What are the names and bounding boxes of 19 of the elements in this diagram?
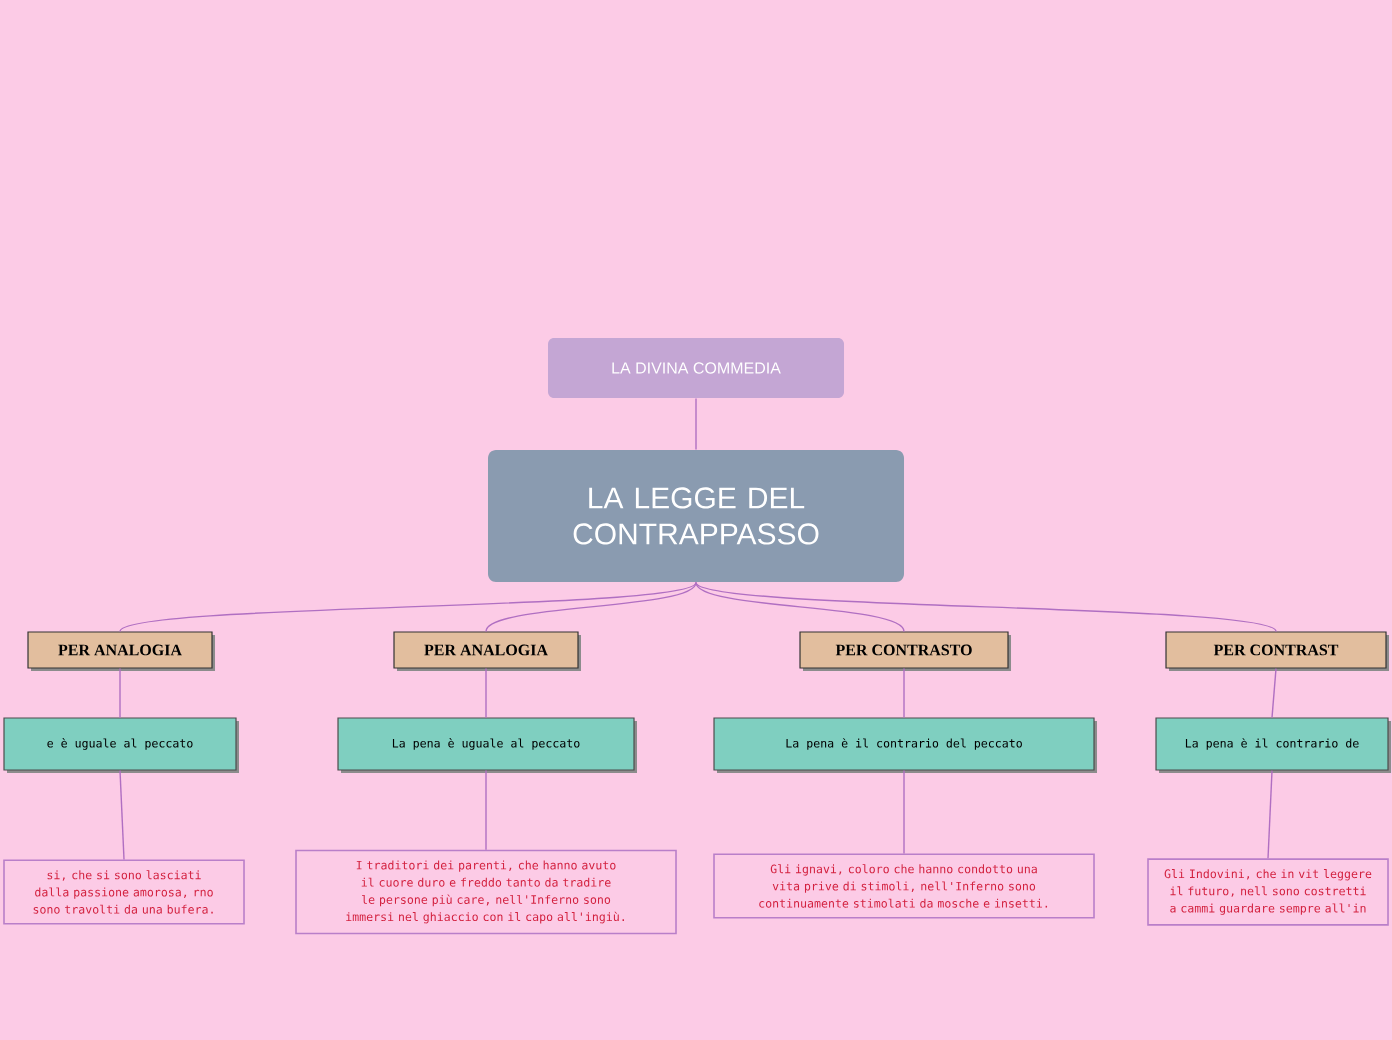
category-box: PER CONTRAST bbox=[1165, 631, 1389, 671]
category-box: PER CONTRASTO bbox=[799, 631, 1011, 671]
connector-line bbox=[903, 769, 905, 855]
connector-line bbox=[695, 581, 1277, 633]
connector-line bbox=[119, 769, 125, 861]
category-box: PER ANALOGIA bbox=[393, 631, 581, 671]
connector-line bbox=[903, 667, 905, 719]
connector-line bbox=[1267, 769, 1273, 859]
connector-line bbox=[485, 667, 487, 719]
connector-line bbox=[119, 581, 697, 633]
topic-box: LA DIVINA COMMEDIA bbox=[548, 338, 844, 398]
connector-line bbox=[695, 581, 905, 633]
connector-line bbox=[119, 667, 121, 719]
connector-line bbox=[485, 581, 697, 633]
central-topic-box: LA LEGGE DEL CONTRAPPASSO bbox=[488, 450, 904, 582]
connector-line bbox=[485, 769, 487, 851]
category-box: PER ANALOGIA bbox=[27, 631, 215, 671]
connector-line bbox=[695, 397, 697, 451]
connector-line bbox=[1271, 667, 1277, 719]
